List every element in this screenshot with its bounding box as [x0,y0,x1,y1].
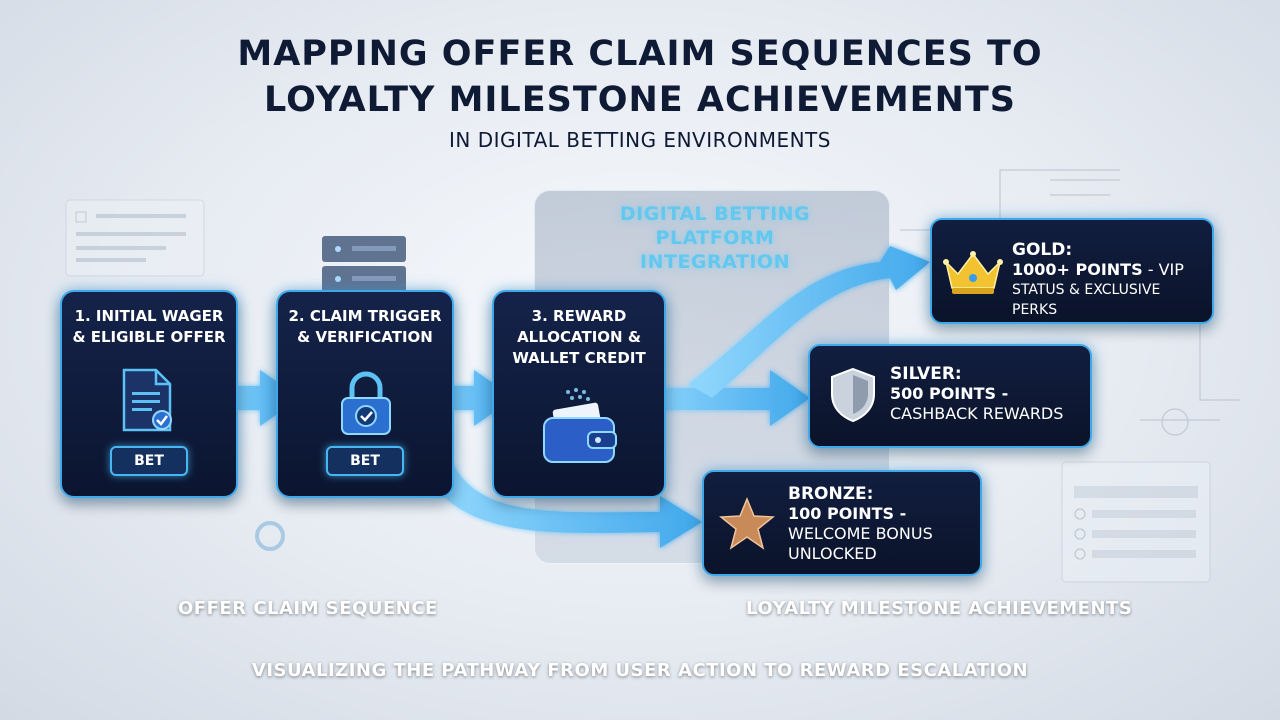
tier-bronze-points: 100 POINTS - [788,504,907,523]
step-3-line-3: WALLET CREDIT [512,349,646,367]
decor-ring-icon [255,521,285,551]
tier-silver-name: SILVER: [890,364,962,384]
title-line-1: MAPPING OFFER CLAIM SEQUENCES TO [237,34,1043,74]
tier-gold-rest: - VIP [1142,260,1184,279]
arrow-step3-to-gold [688,246,930,398]
crown-icon [943,251,1003,294]
step-1-line-2: & ELIGIBLE OFFER [72,328,226,346]
server-icon [322,236,406,292]
step-1-label: 1. INITIAL WAGER & ELIGIBLE OFFER [62,306,236,348]
tier-bronze-name: BRONZE: [788,484,874,504]
tier-gold-name: GOLD: [1012,240,1073,260]
tier-silver-points: 500 POINTS - [890,384,1009,403]
arrow-step3-to-silver [638,370,810,426]
step-2-line-1: 2. CLAIM TRIGGER [288,307,442,325]
platform-label-line-2: PLATFORM [655,227,775,249]
tier-gold-points: 1000+ POINTS [1012,260,1143,279]
section-label-loyalty: LOYALTY MILESTONE ACHIEVEMENTS [746,598,1133,619]
tier-silver-text: SILVER: 500 POINTS - CASHBACK REWARDS [890,364,1086,424]
step-3-line-1: 3. REWARD [531,307,627,325]
decor-panel-right [1061,461,1211,583]
arrow-step2-to-bronze [430,462,702,548]
subtitle: IN DIGITAL BETTING ENVIRONMENTS [449,128,831,152]
step-card-3: 3. REWARD ALLOCATION & WALLET CREDIT [492,290,666,498]
shield-icon [831,367,875,423]
document-check-icon [122,368,172,432]
tier-silver-line-2: CASHBACK REWARDS [890,404,1064,423]
tier-bronze-line-3: UNLOCKED [788,544,877,563]
wallet-icon [543,388,617,463]
step-2-bet-badge: BET [326,446,404,476]
step-1-line-1: 1. INITIAL WAGER [74,307,224,325]
tier-bronze-card: BRONZE: 100 POINTS - WELCOME BONUS UNLOC… [702,470,982,576]
title-line-2: LOYALTY MILESTONE ACHIEVEMENTS [264,80,1016,120]
step-3-label: 3. REWARD ALLOCATION & WALLET CREDIT [494,306,664,369]
section-label-offer-claim: OFFER CLAIM SEQUENCE [178,598,438,619]
step-2-line-2: & VERIFICATION [297,328,433,346]
step-1-bet-badge: BET [110,446,188,476]
decor-card-left [65,199,205,277]
tier-gold-card: GOLD: 1000+ POINTS - VIP STATUS & EXCLUS… [930,218,1214,324]
tier-silver-card: SILVER: 500 POINTS - CASHBACK REWARDS [808,344,1092,448]
padlock-check-icon [341,371,391,435]
tier-bronze-line-2: WELCOME BONUS [788,524,933,543]
footer-caption: VISUALIZING THE PATHWAY FROM USER ACTION… [251,660,1029,681]
step-card-2: 2. CLAIM TRIGGER & VERIFICATION BET [276,290,454,498]
platform-label: DIGITAL BETTING PLATFORM INTEGRATION [580,202,850,274]
tier-bronze-text: BRONZE: 100 POINTS - WELCOME BONUS UNLOC… [788,484,976,564]
tier-gold-text: GOLD: 1000+ POINTS - VIP STATUS & EXCLUS… [1012,240,1208,320]
step-2-label: 2. CLAIM TRIGGER & VERIFICATION [278,306,452,348]
tier-gold-line-2: STATUS & EXCLUSIVE PERKS [1012,282,1161,318]
step-card-1: 1. INITIAL WAGER & ELIGIBLE OFFER BET [60,290,238,498]
platform-label-line-3: INTEGRATION [640,251,790,273]
star-icon [718,497,776,550]
step-3-line-2: ALLOCATION & [517,328,641,346]
platform-label-line-1: DIGITAL BETTING [619,203,811,225]
